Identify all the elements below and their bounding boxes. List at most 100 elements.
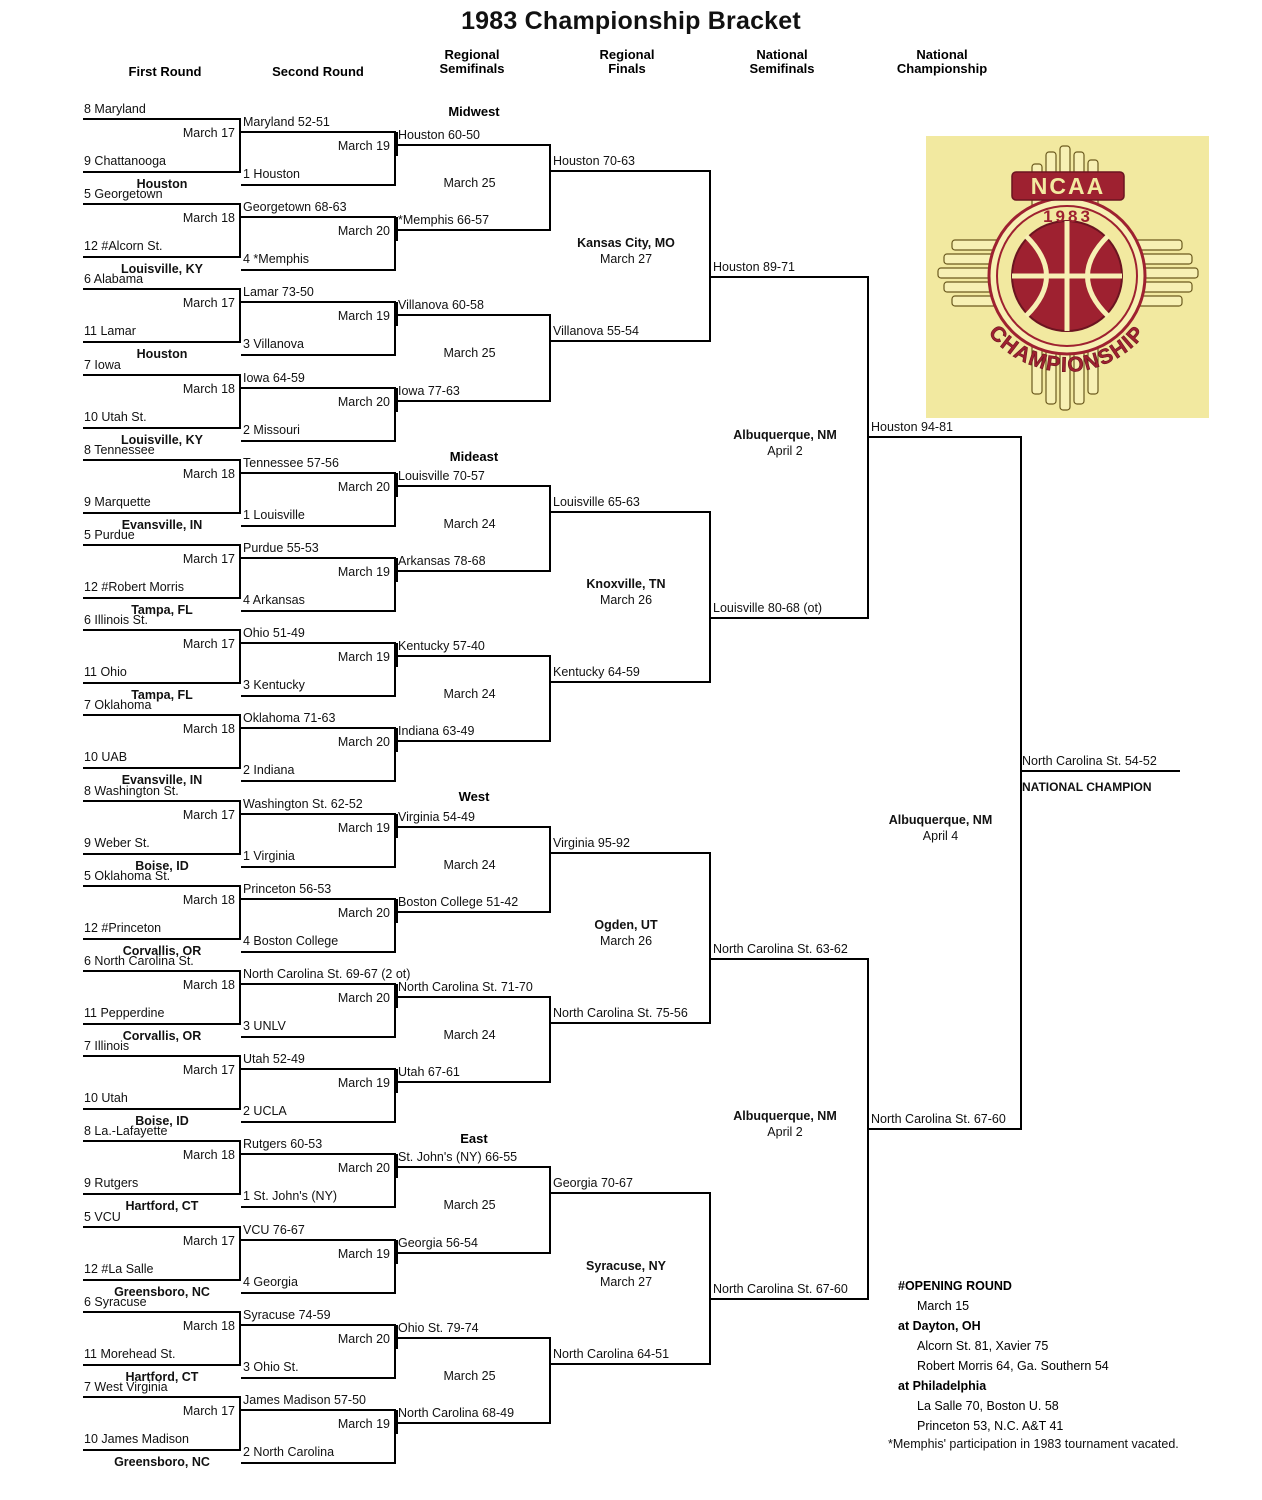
ns-rule-top-1: [711, 958, 869, 960]
fr-team-bottom-12: 9 Rutgers: [84, 1176, 139, 1190]
sr-winner-8: Washington St. 62-52: [243, 797, 363, 811]
sr-rule-bottom-11: [241, 1121, 396, 1123]
sr-rule-top-11: [241, 1068, 396, 1070]
ns-rule-bottom-0: [711, 617, 869, 619]
rs-stub-bottom-6: [396, 1240, 398, 1264]
fr-team-top-14: 6 Syracuse: [84, 1295, 147, 1309]
fr-rule-bottom-2: [83, 341, 241, 343]
sr-rule-bottom-15: [241, 1462, 396, 1464]
fr-rule-bottom-8: [83, 853, 241, 855]
fr-rule-bottom-12: [83, 1193, 241, 1195]
rs-stub-bottom-3: [396, 728, 398, 752]
sr-rule-right-4: [394, 472, 396, 525]
fr-rule-right-0: [239, 118, 241, 171]
fr-rule-right-7: [239, 714, 241, 767]
svg-text:1983: 1983: [1043, 207, 1093, 226]
fr-rule-right-8: [239, 800, 241, 853]
sr-date-8: March 19: [337, 821, 390, 835]
fr-date-14: March 18: [182, 1319, 235, 1333]
rs-winner-bottom-5: Utah 67-61: [398, 1065, 460, 1079]
fr-rule-right-9: [239, 885, 241, 938]
rf-winner-bottom-2: North Carolina St. 75-56: [553, 1006, 688, 1020]
fr-site-0: Houston: [136, 177, 188, 191]
sr-rule-top-8: [241, 813, 396, 815]
rs-rule-bottom-2: [396, 570, 551, 572]
fr-site-10: Corvallis, OR: [122, 1029, 202, 1043]
sr-rule-right-10: [394, 983, 396, 1036]
rf-site-1: Knoxville, TN: [586, 577, 666, 591]
region-label-2: West: [458, 789, 490, 804]
rs-date-4: March 24: [443, 858, 496, 872]
fr-date-13: March 17: [182, 1234, 235, 1248]
fr-team-top-7: 7 Oklahoma: [84, 698, 152, 712]
rs-rule-bottom-6: [396, 1252, 551, 1254]
fr-rule-top-9: [83, 885, 241, 887]
fr-rule-right-1: [239, 203, 241, 256]
sr-date-6: March 19: [337, 650, 390, 664]
fr-rule-right-11: [239, 1055, 241, 1108]
nc-site: Albuquerque, NM: [888, 813, 993, 827]
rf-date-0: March 27: [599, 252, 653, 266]
rs-stub-bottom-2: [396, 558, 398, 582]
rs-winner-top-3: Kentucky 57-40: [398, 639, 485, 653]
sr-rule-right-15: [394, 1409, 396, 1462]
rf-winner-bottom-1: Kentucky 64-59: [553, 665, 640, 679]
nc-champion-rule: [1020, 770, 1180, 772]
sr-date-11: March 19: [337, 1076, 390, 1090]
fr-rule-right-15: [239, 1396, 241, 1449]
sr-rule-top-0: [241, 131, 396, 133]
fr-date-9: March 18: [182, 893, 235, 907]
ns-date-1: April 2: [767, 1125, 803, 1139]
fr-site-9: Corvallis, OR: [122, 944, 202, 958]
fr-team-top-13: 5 VCU: [84, 1210, 121, 1224]
fr-rule-right-14: [239, 1311, 241, 1364]
sr-seed-1: 4 *Memphis: [243, 252, 309, 266]
fr-team-bottom-15: 10 James Madison: [84, 1432, 189, 1446]
fr-date-12: March 18: [182, 1148, 235, 1162]
nc-rule-right: [1020, 436, 1022, 1128]
fr-rule-bottom-10: [83, 1023, 241, 1025]
rs-rule-bottom-4: [396, 911, 551, 913]
fr-team-top-5: 5 Purdue: [84, 528, 135, 542]
rs-winner-bottom-2: Arkansas 78-68: [398, 554, 486, 568]
sr-rule-right-13: [394, 1239, 396, 1292]
sr-rule-right-14: [394, 1324, 396, 1377]
sr-seed-2: 3 Villanova: [243, 337, 304, 351]
rs-winner-top-5: North Carolina St. 71-70: [398, 980, 533, 994]
sr-seed-12: 1 St. John's (NY): [243, 1189, 338, 1203]
rf-winner-bottom-3: North Carolina 64-51: [553, 1347, 670, 1361]
rs-stub-bottom-5: [396, 1069, 398, 1093]
sr-winner-2: Lamar 73-50: [243, 285, 314, 299]
sr-seed-15: 2 North Carolina: [243, 1445, 335, 1459]
fr-rule-top-12: [83, 1140, 241, 1142]
sr-rule-bottom-5: [241, 610, 396, 612]
sr-rule-top-5: [241, 557, 396, 559]
sr-rule-bottom-12: [241, 1206, 396, 1208]
sr-seed-11: 2 UCLA: [243, 1104, 287, 1118]
national-champion-label: NATIONAL CHAMPION: [1022, 780, 1152, 794]
rs-rule-top-3: [396, 655, 551, 657]
fr-team-bottom-14: 11 Morehead St.: [84, 1347, 176, 1361]
sr-seed-4: 1 Louisville: [243, 508, 305, 522]
fr-site-7: Evansville, IN: [121, 773, 203, 787]
sr-rule-bottom-10: [241, 1036, 396, 1038]
fr-site-3: Louisville, KY: [121, 433, 203, 447]
fr-team-top-8: 8 Washington St.: [84, 784, 179, 798]
column-header-0: First Round: [128, 64, 202, 79]
footnote: *Memphis' participation in 1983 tourname…: [888, 1437, 1179, 1451]
rs-date-5: March 24: [443, 1028, 496, 1042]
sr-date-2: March 19: [337, 309, 390, 323]
fr-date-3: March 18: [182, 382, 235, 396]
rs-stub-top-5: [396, 984, 398, 1008]
sr-seed-0: 1 Houston: [243, 167, 300, 181]
rf-rule-bottom-0: [551, 340, 711, 342]
fr-date-8: March 17: [182, 808, 235, 822]
sr-rule-right-5: [394, 557, 396, 610]
fr-team-bottom-13: 12 #La Salle: [84, 1262, 154, 1276]
fr-team-bottom-10: 11 Pepperdine: [84, 1006, 165, 1020]
fr-rule-top-0: [83, 118, 241, 120]
rs-stub-top-2: [396, 473, 398, 497]
rs-stub-top-7: [396, 1325, 398, 1349]
national-champion-score: North Carolina St. 54-52: [1022, 754, 1157, 768]
